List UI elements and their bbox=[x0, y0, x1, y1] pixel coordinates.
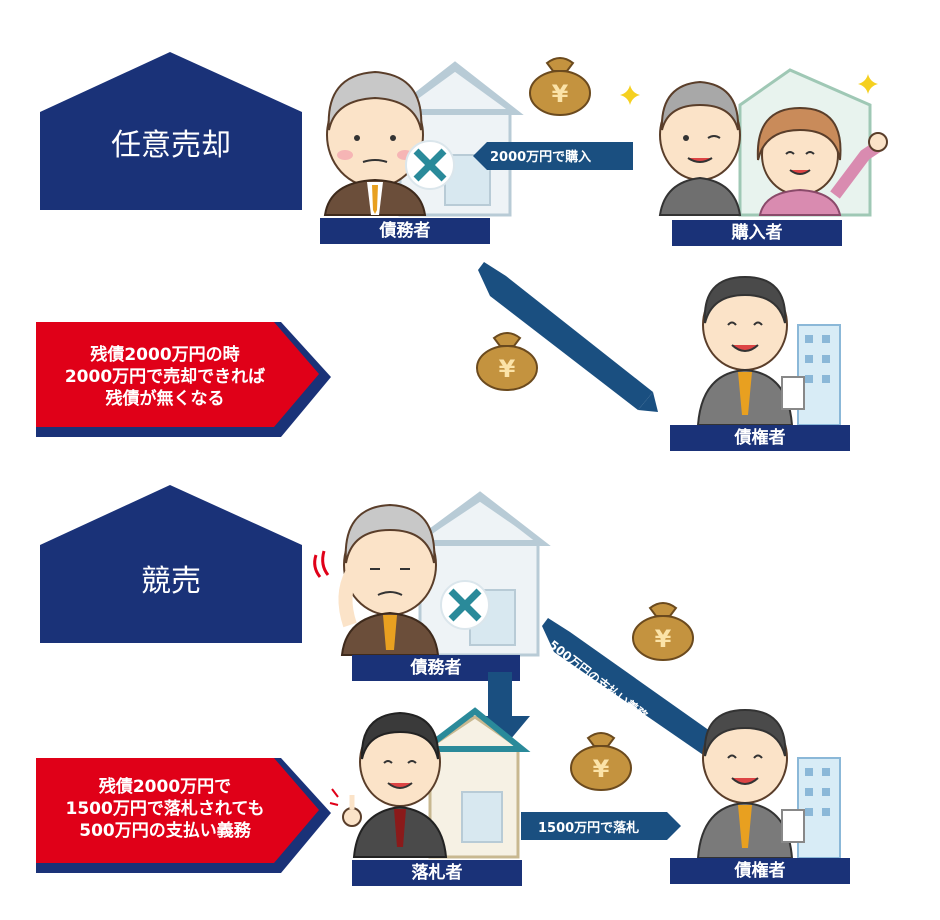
bid-arrow-label: 1500万円で落札 bbox=[538, 821, 640, 836]
house-title-shape bbox=[40, 485, 302, 643]
note-line-3: 残債が無くなる bbox=[105, 389, 225, 409]
note-line-1: 残債2000万円で bbox=[98, 777, 232, 797]
debtor-house-illustration bbox=[313, 491, 551, 657]
buyer-couple-illustration bbox=[658, 68, 888, 217]
sparkle-icon bbox=[858, 74, 878, 94]
creditor-illustration bbox=[696, 275, 841, 426]
bidder-illustration bbox=[329, 707, 531, 859]
svg-text:¥: ¥ bbox=[499, 355, 516, 383]
cross-mark-icon bbox=[440, 580, 490, 630]
purchase-arrow bbox=[473, 142, 633, 170]
note-box-shape bbox=[36, 758, 331, 873]
creditor-label: 債権者 bbox=[670, 858, 850, 884]
section-title: 任意売却 bbox=[111, 128, 231, 163]
bid-arrow bbox=[521, 812, 681, 840]
note-line-2: 2000万円で売却できれば bbox=[64, 367, 266, 387]
note-box-shape bbox=[36, 322, 331, 437]
note-line-1: 残債2000万円の時 bbox=[90, 345, 240, 365]
bidder-label: 落札者 bbox=[352, 860, 522, 886]
debtor-house-illustration bbox=[323, 61, 524, 217]
note-line-2: 1500万円で落札されても bbox=[65, 799, 265, 819]
house-title-shape bbox=[40, 52, 302, 210]
note-line-3: 500万円の支払い義務 bbox=[79, 821, 251, 841]
yen-money-bag-icon: ¥ bbox=[476, 332, 538, 391]
sparkle-icon bbox=[620, 85, 640, 105]
svg-text:¥: ¥ bbox=[593, 755, 610, 783]
yen-money-bag-icon: ¥ bbox=[529, 57, 591, 116]
svg-text:¥: ¥ bbox=[552, 80, 569, 108]
repay-arrow bbox=[478, 262, 658, 412]
yen-money-bag-icon: ¥ bbox=[632, 602, 694, 661]
svg-text:¥: ¥ bbox=[655, 625, 672, 653]
creditor-label: 債権者 bbox=[670, 425, 850, 451]
yen-money-bag-icon: ¥ bbox=[570, 732, 632, 791]
creditor-illustration bbox=[696, 708, 841, 859]
purchase-arrow-label: 2000万円で購入 bbox=[490, 150, 592, 165]
buyer-label: 購入者 bbox=[672, 220, 842, 246]
debtor-label: 債務者 bbox=[320, 218, 490, 244]
cross-mark-icon bbox=[405, 140, 455, 190]
section-title: 競売 bbox=[141, 564, 201, 599]
